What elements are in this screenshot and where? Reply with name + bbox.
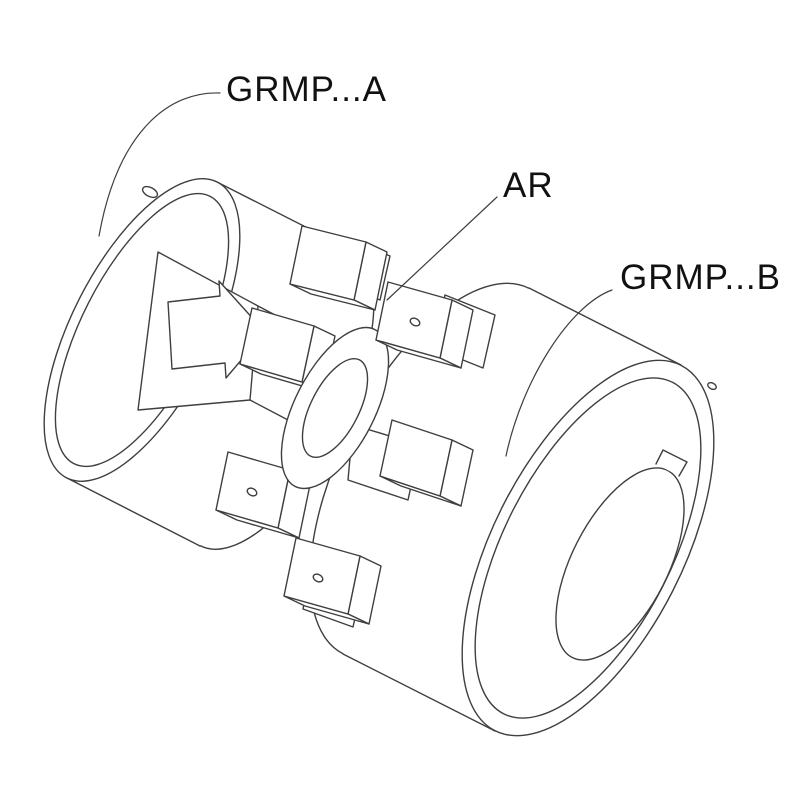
lobe-face bbox=[239, 307, 315, 383]
hub-a-bottom-edge bbox=[66, 477, 201, 547]
spider-lobe-upper-right bbox=[375, 281, 474, 369]
hub-b-keyway bbox=[655, 449, 688, 477]
spider-lobe-right bbox=[379, 419, 474, 507]
hub-a-face-hole bbox=[141, 185, 159, 199]
label-grmp-b: GRMP...B bbox=[620, 258, 782, 297]
lobe-face bbox=[289, 225, 367, 301]
hub-b-keyway-fill bbox=[656, 450, 687, 476]
spider-lobe-bottom bbox=[283, 537, 382, 625]
lobe-dot bbox=[246, 487, 258, 497]
label-ar: AR bbox=[503, 166, 554, 205]
spider-lobe-top bbox=[289, 225, 388, 311]
hub-b-face-hole bbox=[707, 381, 717, 391]
leader-line-grmp-a bbox=[98, 92, 221, 237]
label-grmp-a: GRMP...A bbox=[226, 70, 388, 109]
spider-ring-inner bbox=[301, 357, 369, 459]
lobe-dot bbox=[312, 573, 324, 583]
spider-ar bbox=[215, 225, 474, 625]
hub-b-top-edge bbox=[528, 287, 682, 366]
hub-b-bottom-edge bbox=[342, 653, 496, 732]
leader-line-ar bbox=[386, 196, 498, 301]
lobe-face bbox=[379, 419, 453, 497]
lobe-dot bbox=[409, 317, 421, 327]
leader-lines bbox=[98, 92, 613, 457]
hub-b-bore bbox=[555, 467, 685, 661]
leader-line-grmp-b bbox=[505, 289, 613, 457]
